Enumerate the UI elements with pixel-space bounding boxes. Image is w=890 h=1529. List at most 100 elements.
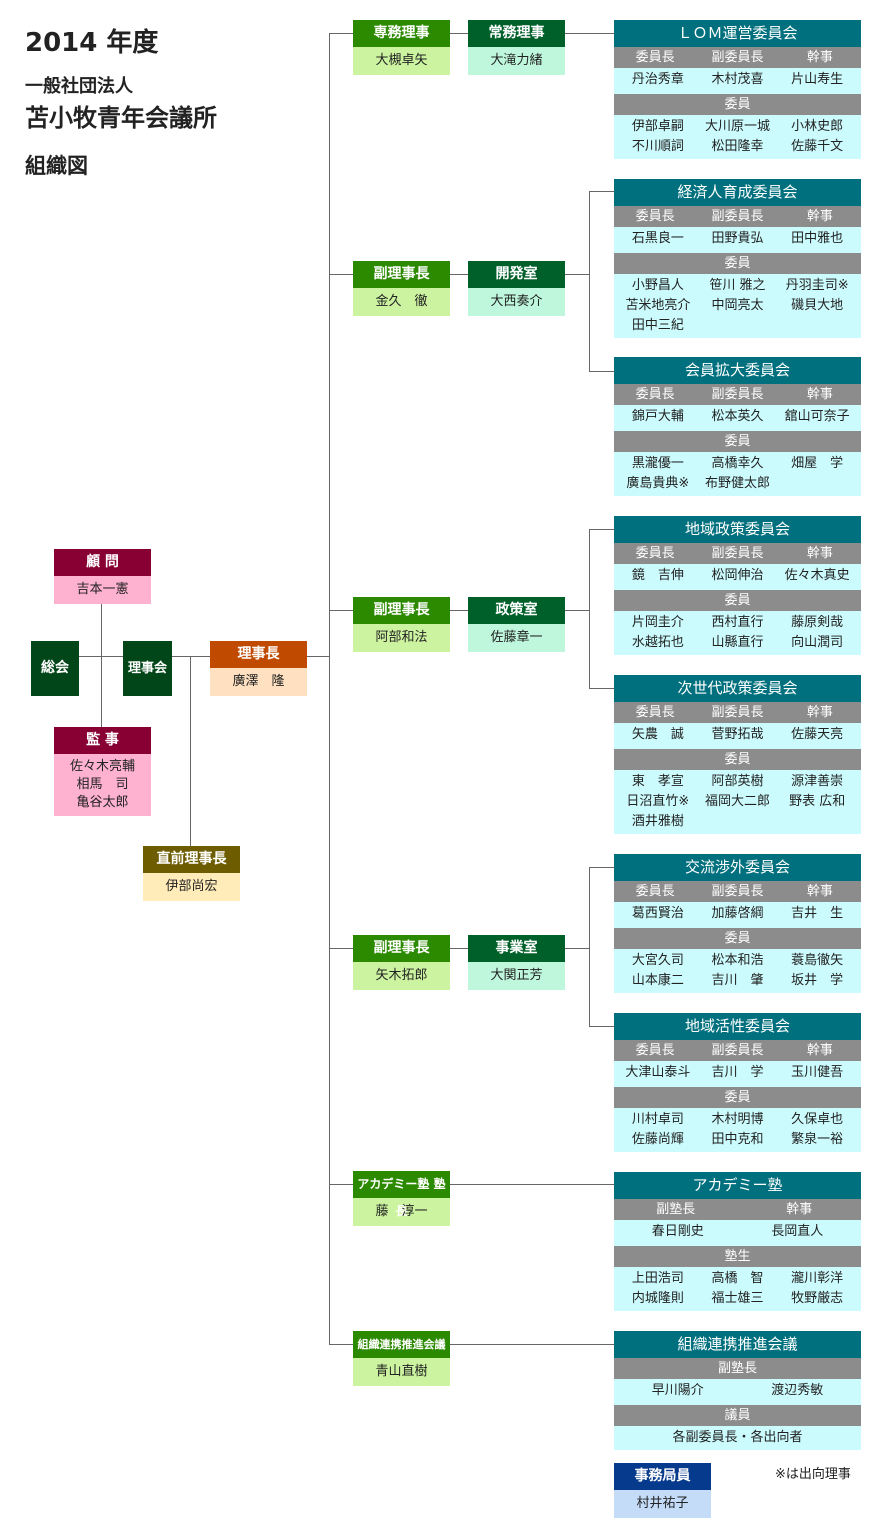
officer-link-2 [450,274,468,275]
room-vert-3 [589,529,590,688]
leader-name: 佐々木真史 [784,568,850,583]
member-name: 佐藤千文 [791,139,844,154]
member-name: 山本康二 [631,973,684,988]
committee-leaders: 早川陽介 渡辺秀敏 [614,1379,861,1405]
note: ※は出向理事 [775,1467,851,1482]
officer-name: 大槻卓矢 [353,47,450,75]
branch-4 [329,948,353,949]
leader-name: 吉井 生 [791,906,844,921]
role-label: 副委員長 [711,209,764,224]
officer-box: 副理事長金久 徹 [353,261,450,316]
leader-name: 吉川 学 [711,1065,764,1080]
member-label: 委員 [724,752,751,767]
trunk-line [329,33,330,1344]
committee-title: 経済人育成委員会 [614,179,861,206]
member-name: 片岡圭介 [631,615,684,630]
officer-role: 開発室 [468,261,565,288]
academy-line [450,1184,614,1185]
leader-name: 田中雅也 [791,231,844,246]
officer-box: 専務理事大槻卓矢 [353,20,450,75]
officer-name: 青山直樹 [353,1358,450,1386]
role-label: 副委員長 [711,50,764,65]
committee-leaders: 鏡 吉伸松岡伸治佐々木真史 [614,564,861,590]
committee-leaders: 石黒良一田野貴弘田中雅也 [614,227,861,253]
officer-name: 金久 徹 [353,288,450,316]
member-name: 苫米地亮介 [625,298,691,313]
leader-name: 春日剛史 [651,1224,704,1239]
leader-name: 渡辺秀敏 [771,1383,824,1398]
member-header: 委員 [614,928,861,949]
member-name: 川村卓司 [631,1112,684,1127]
committee-leaders: 大津山泰斗吉川 学玉川健吾 [614,1061,861,1087]
room-link-2 [565,274,590,275]
committee-panel: 組織連携推進会議副塾長早川陽介渡辺秀敏議員各副委員長・各出向者 [614,1331,861,1450]
committee-role-header: 委員長副委員長幹事 [614,47,861,68]
role-label: 委員長 [635,50,675,65]
soshiki-line [450,1344,614,1345]
leader-name: 玉川健吾 [791,1065,844,1080]
member-name: 繁泉一裕 [791,1132,844,1147]
member-name: 廣島貴典※ [626,476,690,491]
kanji-box: 監 事 佐々木亮輔 相馬 司 亀谷太郎 [54,727,151,816]
member-label: 塾生 [724,1249,751,1264]
leader-name: 加藤啓綱 [711,906,764,921]
member-name: 小林史郎 [791,119,844,134]
committee-leaders: 矢農 誠菅野拓哉佐藤天亮 [614,723,861,749]
member-name: 酒井雅樹 [631,814,684,829]
member-name: 磯貝大地 [791,298,844,313]
room-h-2b [589,371,614,372]
officer-role: 常務理事 [468,20,565,47]
member-header: 委員 [614,1087,861,1108]
leader-name: 矢農 誠 [631,727,684,742]
committee-title: 地域活性委員会 [614,1013,861,1040]
kanji-name: 相馬 司 [76,777,129,792]
room-h-4b [589,1026,614,1027]
leader-name: 丹治秀章 [631,72,684,87]
zen-vertical [190,656,191,846]
committee-title: アカデミー塾 [614,1172,861,1199]
leader-name: 早川陽介 [651,1383,704,1398]
member-name [777,474,857,494]
branch-2 [329,274,353,275]
officer-link-4 [450,948,468,949]
member-name [698,812,778,832]
room-link-4 [565,948,590,949]
committee-leaders: 錦戸大輔松本英久舘山可奈子 [614,405,861,431]
branch-5 [329,1184,353,1185]
officer-role: 専務理事 [353,20,450,47]
leader-name: 鏡 吉伸 [631,568,684,583]
room-h-2a [589,191,614,192]
officer-box: 事業室大関正芳 [468,935,565,990]
committee-panel: 次世代政策委員会委員長副委員長幹事矢農 誠菅野拓哉佐藤天亮委員東 孝宣阿部英樹源… [614,675,861,834]
member-name: 上田浩司 [631,1271,684,1286]
member-name: 阿部英樹 [711,774,764,789]
role-label: 副委員長 [711,705,764,720]
member-name: 福士雄三 [711,1291,764,1306]
member-label: 委員 [724,931,751,946]
member-name: 坂井 学 [791,973,844,988]
member-name: 山縣直行 [711,635,764,650]
leader-name: 長岡直人 [771,1224,824,1239]
committee-members: 伊部卓嗣大川原一城小林史郎不川順詞松田隆幸佐藤千文 [614,115,861,159]
member-name: 向山潤司 [791,635,844,650]
rijikai-box: 理事会 [123,641,172,696]
member-name: 源津善崇 [791,774,844,789]
committee-panel: 交流渉外委員会委員長副委員長幹事葛西賢治加藤啓綱吉井 生委員大宮久司松本和浩蓑島… [614,854,861,993]
member-name: 大川原一城 [704,119,770,134]
officer-name: 佐藤章一 [468,624,565,652]
member-name: 佐藤尚輝 [631,1132,684,1147]
jimu-box: 事務局員 村井祐子 [614,1463,711,1518]
member-name: 高橋幸久 [711,456,764,471]
rijicho-name: 廣澤 隆 [210,668,307,696]
leader-name: 葛西賢治 [631,906,684,921]
role-label: 委員長 [635,546,675,561]
leader-name: 菅野拓哉 [711,727,764,742]
member-name: 野表 広和 [789,794,846,809]
member-name: 水越拓也 [631,635,684,650]
officer-box: アカデミー塾 塾長藤 淳一 [353,1171,450,1226]
role-label: 委員長 [635,884,675,899]
officer-name: 阿部和法 [353,624,450,652]
officer-link-3 [450,610,468,611]
committee-panel: アカデミー塾副塾長幹事春日剛史長岡直人塾生上田浩司高橋 智瀧川彰洋内城隆則福士雄… [614,1172,861,1311]
member-name: 牧野厳志 [791,1291,844,1306]
